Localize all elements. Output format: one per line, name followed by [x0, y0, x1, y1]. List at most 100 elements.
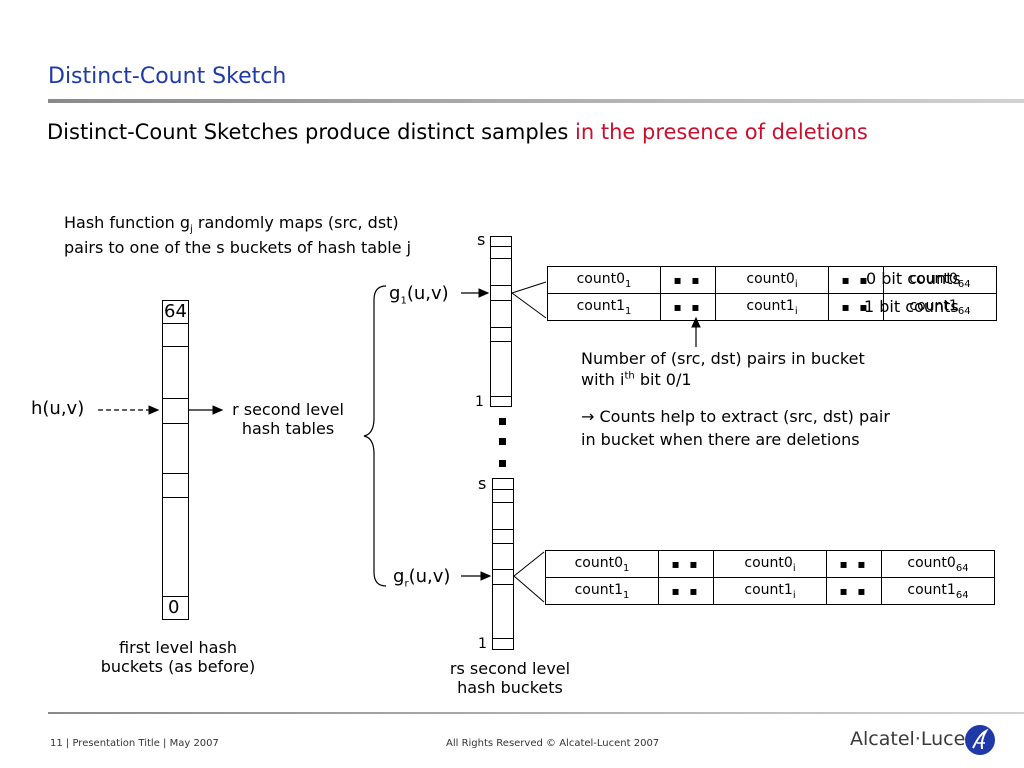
cell-text: count1 [909, 297, 958, 314]
title-rule [48, 99, 1024, 103]
gr-post: (u,v) [408, 566, 451, 587]
cell-sub: 1 [623, 562, 630, 574]
divider [162, 398, 189, 399]
count1-64-cell: count164 [883, 293, 997, 321]
bucket-note-line1: Number of (src, dst) pairs in bucket [581, 349, 865, 368]
divider [490, 300, 512, 301]
divider [162, 473, 189, 474]
count0-i-cell: count0i [715, 266, 829, 294]
dots-cell: ▪ ▪ [828, 293, 884, 321]
cell-sub: 1 [625, 305, 632, 317]
divider [490, 258, 512, 259]
cell-text: count1 [907, 581, 956, 598]
ellipsis-dot [499, 460, 506, 467]
bucket-note-line2: with ith bit 0/1 [581, 370, 692, 389]
cell-sub: i [794, 278, 798, 290]
divider [492, 584, 514, 585]
gr-sub: r [404, 578, 409, 590]
cell-sub: 64 [955, 562, 969, 574]
dots-cell: ▪ ▪ [660, 293, 716, 321]
second-level-caption-line1: rs second level [449, 659, 571, 678]
cell-text: count0 [576, 270, 626, 287]
dots-cell: ▪ ▪ [826, 577, 882, 605]
first-level-column [162, 300, 189, 620]
cell-text: count0 [909, 270, 958, 287]
first-level-caption-line1: first level hash [119, 638, 237, 657]
divider [492, 543, 514, 544]
footer-copyright: All Rights Reserved © Alcatel-Lucent 200… [446, 738, 660, 749]
bucket-note-post: bit 0/1 [634, 370, 692, 389]
cell-sub: i [792, 562, 796, 574]
cell-text: count1 [576, 297, 626, 314]
brace [363, 285, 387, 587]
slide-title: Distinct-Count Sketch [48, 64, 287, 89]
hash-note-pre: Hash function g [64, 213, 190, 232]
footer-left: 11 | Presentation Title | May 2007 [50, 738, 219, 749]
cell-sub: 64 [957, 278, 971, 290]
g1-label: g1(u,v) [389, 283, 449, 307]
headline-red: in the presence of deletions [575, 120, 868, 144]
dots-cell: ▪ ▪ [826, 550, 882, 578]
bucket-note-sup: th [624, 370, 635, 382]
divider [162, 346, 189, 347]
r-label-line1: r second level [232, 400, 344, 419]
cell-text: count1 [746, 297, 795, 314]
dots-cell: ▪ ▪ [658, 550, 714, 578]
cell-text: count0 [574, 554, 624, 571]
g1-g: g [389, 283, 401, 304]
r-second-level-label: r second level hash tables [228, 400, 348, 438]
cell-sub: i [794, 305, 798, 317]
first-level-top-label: 64 [164, 301, 187, 322]
count1-first-cell: count11 [547, 293, 661, 321]
count1-first-cell: count11 [545, 577, 659, 605]
count1-64-cell: count164 [881, 577, 995, 605]
ellipsis-dot [499, 438, 506, 445]
cell-sub: 64 [955, 589, 969, 601]
gr-g: g [393, 566, 405, 587]
bottom-1-label: 1 [478, 636, 487, 652]
divider [492, 569, 514, 570]
top-s-label: s [477, 230, 486, 249]
divider [490, 327, 512, 328]
hash-input-label: h(u,v) [31, 398, 85, 419]
gr-label: gr(u,v) [393, 566, 450, 590]
divider [492, 489, 514, 490]
ellipsis-dot [499, 418, 506, 425]
first-level-caption-line2: buckets (as before) [100, 657, 256, 676]
count0-first-cell: count01 [547, 266, 661, 294]
divider [490, 341, 512, 342]
second-level-column-top [490, 236, 512, 407]
first-level-caption: first level hash buckets (as before) [80, 638, 276, 676]
dots-cell: ▪ ▪ [658, 577, 714, 605]
hash-note-sub: j [190, 224, 193, 236]
count1-i-cell: count1i [713, 577, 827, 605]
bucket-link-bottom-upper [513, 551, 545, 577]
bucket-link-top-upper [511, 281, 547, 294]
slide-headline: Distinct-Count Sketches produce distinct… [47, 120, 868, 144]
second-level-column-bottom [492, 478, 514, 650]
divider [492, 638, 514, 639]
first-level-bottom-label: 0 [168, 597, 180, 618]
cell-text: count1 [574, 581, 624, 598]
second-level-caption: rs second level hash buckets [420, 659, 600, 697]
divider [492, 502, 514, 503]
hash-note-line1: Hash function gj randomly maps (src, dst… [64, 213, 399, 235]
r-label-line2: hash tables [241, 419, 335, 438]
bucket-note-pre: with i [581, 370, 625, 389]
count0-first-cell: count01 [545, 550, 659, 578]
one-bit-counts-label: 1 bit counts [864, 297, 959, 316]
dots-cell: ▪ ▪ [660, 266, 716, 294]
count0-64-cell: count064 [881, 550, 995, 578]
divider [492, 529, 514, 530]
divider [490, 285, 512, 286]
counts-help-line2: in bucket when there are deletions [581, 430, 860, 449]
g1-post: (u,v) [406, 283, 449, 304]
second-level-caption-line2: hash buckets [457, 678, 563, 697]
bucket-link-top-lower [511, 292, 547, 319]
divider [490, 246, 512, 247]
cell-text: count1 [744, 581, 793, 598]
zero-bit-counts-label: 0 bit counts [866, 269, 961, 288]
count-table-bottom: count01 ▪ ▪ count0i ▪ ▪ count064 count11… [545, 550, 995, 605]
divider [162, 596, 189, 597]
